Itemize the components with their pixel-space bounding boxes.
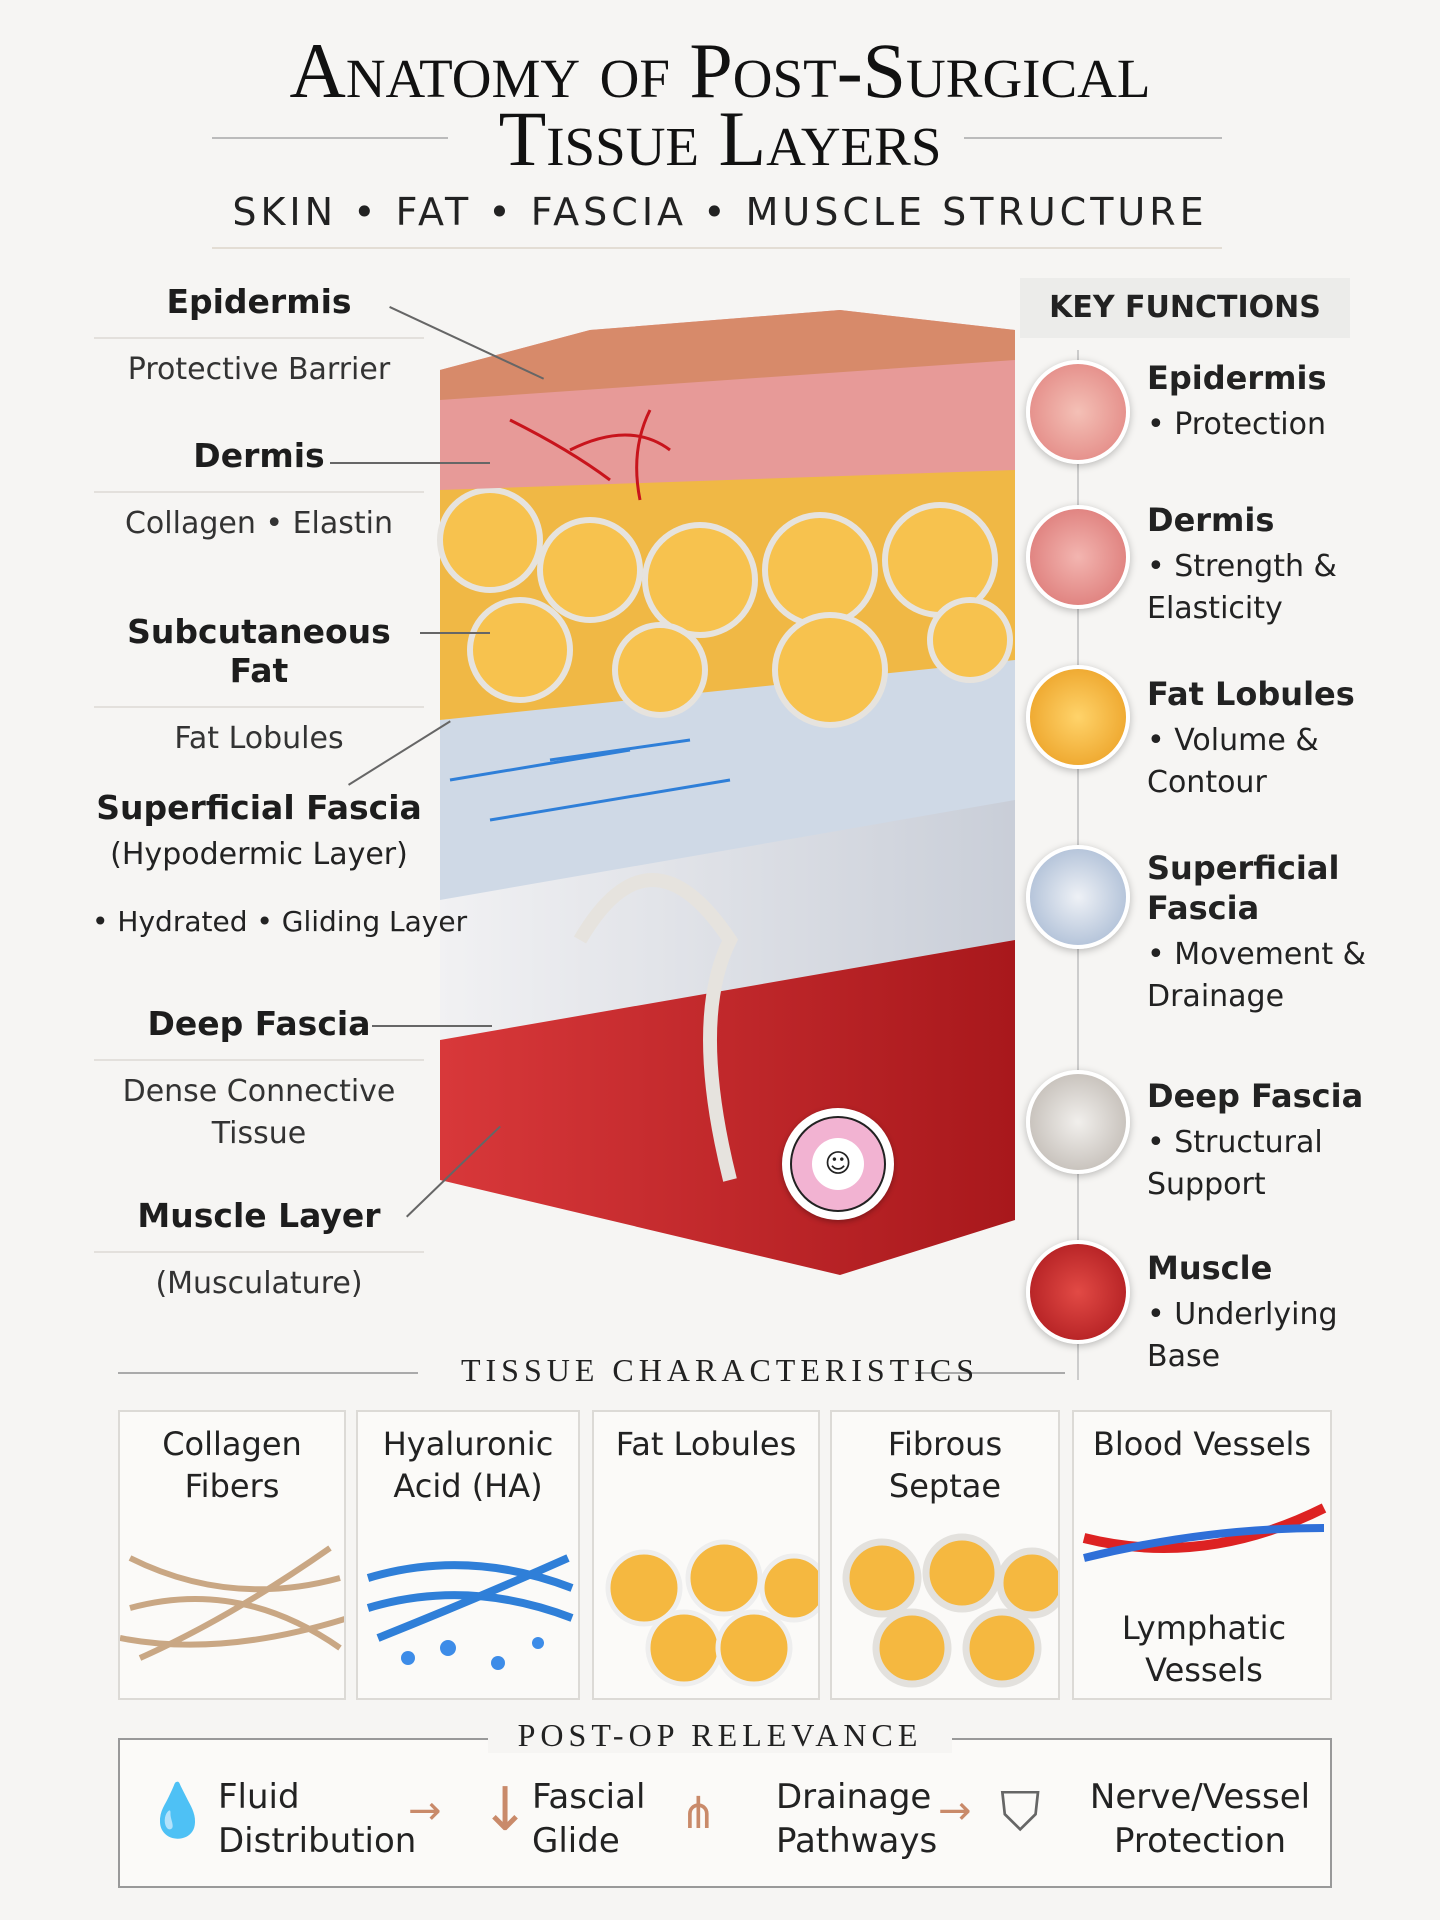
drainage-icon: ⋔	[680, 1788, 717, 1839]
kf-superficial-fascia: Superficial Fascia • Movement & Drainage	[1147, 848, 1367, 1018]
kf-desc: • Movement & Drainage	[1147, 937, 1367, 1014]
kf-title: Epidermis	[1147, 359, 1327, 397]
muscle-icon	[1026, 1240, 1130, 1344]
key-functions-heading: KEY FUNCTIONS	[1020, 278, 1350, 338]
label-title: Epidermis	[166, 282, 352, 321]
label-title: Superficial Fascia	[96, 788, 422, 827]
fat-lobules-icon	[1026, 665, 1130, 769]
title-rule-left	[212, 137, 448, 139]
label-desc: Dense Connective Tissue	[94, 1059, 424, 1155]
fibrous-septae-icon	[842, 1533, 1058, 1688]
kf-title: Dermis	[1147, 501, 1275, 539]
deep-fascia-icon	[1026, 1070, 1130, 1174]
dermis-icon	[1026, 505, 1130, 609]
label-superficial-fascia-extra: • Hydrated • Gliding Layer	[92, 905, 468, 938]
down-arrow-icon: ↓	[480, 1775, 531, 1845]
post-op-fascial-glide: Fascial Glide	[532, 1777, 646, 1862]
title-line-2: Tissue Layers	[498, 95, 942, 182]
label-title: Muscle Layer	[137, 1196, 381, 1235]
title-rule-right	[964, 137, 1222, 139]
card-collagen-fibers: Collagen Fibers	[118, 1410, 346, 1700]
hyaluronic-acid-icon	[366, 1554, 574, 1670]
label-desc: Collagen • Elastin	[94, 491, 424, 545]
kf-epidermis: Epidermis • Protection	[1147, 358, 1367, 446]
kf-title: Superficial Fascia	[1147, 849, 1340, 927]
card-vessels: Blood Vessels Lymphatic Vessels	[1072, 1410, 1332, 1700]
tc-rule-left	[118, 1372, 418, 1374]
deep-fascia-layer	[440, 780, 1015, 1040]
kf-desc: • Protection	[1147, 407, 1327, 442]
arrow-icon: →	[938, 1788, 972, 1834]
card-label: Collagen Fibers	[162, 1425, 302, 1505]
superficial-fascia-icon	[1026, 845, 1130, 949]
arrow-icon: →	[408, 1788, 442, 1834]
kf-fat-lobules: Fat Lobules • Volume & Contour	[1147, 674, 1367, 804]
post-op-box	[118, 1738, 1332, 1888]
leader-dermis	[330, 462, 490, 464]
post-op-heading: POST-OP RELEVANCE	[0, 1717, 1440, 1754]
title-line-1: Anatomy of Post-Surgical	[289, 27, 1151, 114]
kf-dermis: Dermis • Strength & Elasticity	[1147, 500, 1367, 630]
epidermis-icon	[1026, 360, 1130, 464]
tc-rule-right	[915, 1372, 1065, 1374]
card-fibrous-septae: Fibrous Septae	[830, 1410, 1060, 1700]
blood-vessels-icon	[1082, 1503, 1327, 1562]
kf-title: Fat Lobules	[1147, 675, 1355, 713]
face-icon: ☺	[812, 1138, 864, 1190]
card-label-lymphatic: Lymphatic Vessels	[1121, 1609, 1287, 1689]
post-op-drainage-pathways: Drainage Pathways	[776, 1777, 938, 1862]
kf-deep-fascia: Deep Fascia • Structural Support	[1147, 1076, 1367, 1206]
card-label: Hyaluronic Acid (HA)	[382, 1425, 554, 1505]
kf-desc: • Volume & Contour	[1147, 723, 1319, 800]
fat-lobules-card-icon	[605, 1539, 818, 1687]
kf-desc: • Underlying Base	[1147, 1297, 1338, 1374]
card-label: Fat Lobules	[615, 1425, 797, 1463]
post-op-nerve-vessel-protection: Nerve/Vessel Protection	[1089, 1777, 1311, 1862]
label-title: Dermis	[193, 436, 325, 475]
shield-icon: ⛉	[1000, 1780, 1041, 1843]
post-op-heading-text: POST-OP RELEVANCE	[487, 1717, 953, 1753]
kf-muscle: Muscle • Underlying Base	[1147, 1248, 1367, 1378]
label-desc: (Musculature)	[94, 1251, 424, 1305]
logo-badge: ☺	[782, 1108, 894, 1220]
kf-title: Deep Fascia	[1147, 1077, 1364, 1115]
card-label: Blood Vessels	[1092, 1425, 1312, 1463]
kf-title: Muscle	[1147, 1249, 1273, 1287]
label-title: Deep Fascia	[147, 1004, 371, 1043]
card-hyaluronic-acid: Hyaluronic Acid (HA)	[356, 1410, 580, 1700]
label-superficial-fascia: Superficial Fascia (Hypodermic Layer)	[94, 788, 424, 872]
label-title: Subcutaneous Fat	[127, 612, 391, 690]
kf-desc: • Strength & Elasticity	[1147, 549, 1337, 626]
label-desc: Protective Barrier	[94, 337, 424, 391]
tissue-layers-illustration	[437, 310, 1015, 1275]
epidermis-layer	[440, 310, 1015, 400]
subtitle-rule	[212, 247, 1222, 249]
label-desc: (Hypodermic Layer)	[110, 837, 408, 872]
post-op-fluid-distribution: Fluid Distribution	[218, 1777, 417, 1862]
tissue-characteristics-heading: TISSUE CHARACTERISTICS	[460, 1352, 980, 1388]
subtitle: SKIN • FAT • FASCIA • MUSCLE STRUCTURE	[232, 190, 1208, 234]
droplet-icon: 💧	[145, 1781, 210, 1841]
card-fat-lobules: Fat Lobules	[592, 1410, 820, 1700]
card-label: Fibrous Septae	[887, 1425, 1003, 1505]
kf-desc: • Structural Support	[1147, 1125, 1323, 1202]
collagen-fibers-icon	[120, 1545, 344, 1661]
label-desc: Fat Lobules	[94, 706, 424, 760]
leader-fat	[420, 632, 490, 634]
label-muscle-layer: Muscle Layer (Musculature)	[94, 1196, 424, 1305]
leader-deep-fascia	[372, 1025, 492, 1027]
